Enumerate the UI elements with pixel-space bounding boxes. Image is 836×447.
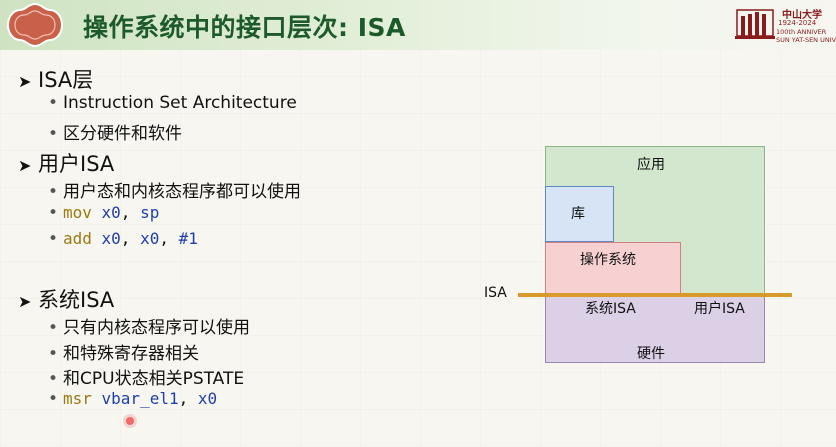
user-isa-label: 用户ISA xyxy=(694,301,745,317)
dot-bullet-icon: • xyxy=(48,93,59,113)
dot-bullet-icon: • xyxy=(48,369,59,389)
code-text: add x0, x0, #1 xyxy=(63,229,198,248)
arrow-bullet-icon: ➤ xyxy=(18,292,32,311)
logo-years: 1924-2024 xyxy=(778,19,817,27)
list-item: •区分硬件和软件 xyxy=(48,119,182,144)
library-block xyxy=(545,186,614,242)
university-logo-icon xyxy=(735,9,775,39)
list-item-text: 用户态和内核态程序都可以使用 xyxy=(63,182,301,202)
section-heading-text: ISA层 xyxy=(38,68,94,92)
code-register: x0 xyxy=(140,229,160,248)
arrow-bullet-icon: ➤ xyxy=(18,72,32,91)
dot-bullet-icon: • xyxy=(48,182,59,202)
list-item-text: 和特殊寄存器相关 xyxy=(63,344,199,364)
os-label: 操作系统 xyxy=(580,252,636,268)
code-separator: , xyxy=(178,389,198,408)
code-immediate: #1 xyxy=(178,229,198,248)
pointer-cursor-icon xyxy=(126,417,134,425)
list-item-text: 只有内核态程序可以使用 xyxy=(63,318,250,338)
code-opcode: msr xyxy=(63,389,102,408)
code-line: •add x0, x0, #1 xyxy=(48,229,198,249)
isa-label: ISA xyxy=(484,285,507,301)
system-isa-label: 系统ISA xyxy=(585,301,636,317)
list-item-text: Instruction Set Architecture xyxy=(63,93,297,113)
dot-bullet-icon: • xyxy=(48,203,59,223)
code-register: x0 xyxy=(197,389,218,408)
code-text: mov x0, sp xyxy=(63,203,159,222)
code-line: •mov x0, sp xyxy=(48,203,159,223)
application-label: 应用 xyxy=(637,157,665,173)
code-opcode: add xyxy=(63,229,102,248)
code-separator: , xyxy=(120,229,141,248)
library-label: 库 xyxy=(571,206,585,222)
code-register: vbar_el1 xyxy=(101,389,179,408)
logo-en-line2: SUN YAT-SEN UNIV xyxy=(776,36,836,44)
dot-bullet-icon: • xyxy=(48,318,59,338)
list-item-text: 和CPU状态相关PSTATE xyxy=(63,369,245,389)
code-register: sp xyxy=(140,203,160,222)
list-item: •用户态和内核态程序都可以使用 xyxy=(48,177,301,202)
section-heading-text: 用户ISA xyxy=(38,152,115,176)
hardware-block xyxy=(545,296,765,363)
section-heading-system-isa: ➤ 系统ISA xyxy=(18,284,114,314)
code-register: x0 xyxy=(101,203,121,222)
list-item-text: 区分硬件和软件 xyxy=(63,124,182,144)
logo-en-line1: 100th ANNIVER xyxy=(776,28,827,36)
code-separator: , xyxy=(159,229,179,248)
title-bar: 操作系统中的接口层次: ISA 中山大学 1924-2024 100th ANN… xyxy=(0,0,836,50)
logo-cn-name: 中山大学 xyxy=(782,10,822,21)
section-heading-text: 系统ISA xyxy=(38,288,115,312)
list-item: •和特殊寄存器相关 xyxy=(48,339,199,364)
logo-en-name: 100th ANNIVER SUN YAT-SEN UNIV xyxy=(776,28,836,44)
section-heading-isa-layer: ➤ ISA层 xyxy=(18,64,93,94)
dot-bullet-icon: • xyxy=(48,229,59,249)
list-item: •和CPU状态相关PSTATE xyxy=(48,364,244,389)
code-opcode: mov xyxy=(63,203,102,222)
page-title: 操作系统中的接口层次: ISA xyxy=(83,13,406,42)
dot-bullet-icon: • xyxy=(48,389,59,409)
dot-bullet-icon: • xyxy=(48,124,59,144)
code-separator: , xyxy=(120,203,141,222)
isa-boundary-line xyxy=(518,293,792,297)
code-line: •msr vbar_el1, x0 xyxy=(48,389,217,409)
title-badge-icon xyxy=(6,2,64,48)
list-item: •只有内核态程序可以使用 xyxy=(48,313,250,338)
hardware-label: 硬件 xyxy=(637,346,665,362)
code-register: x0 xyxy=(101,229,121,248)
list-item: •Instruction Set Architecture xyxy=(48,93,297,113)
dot-bullet-icon: • xyxy=(48,344,59,364)
section-heading-user-isa: ➤ 用户ISA xyxy=(18,148,114,178)
arrow-bullet-icon: ➤ xyxy=(18,156,32,175)
code-text: msr vbar_el1, x0 xyxy=(63,389,217,408)
